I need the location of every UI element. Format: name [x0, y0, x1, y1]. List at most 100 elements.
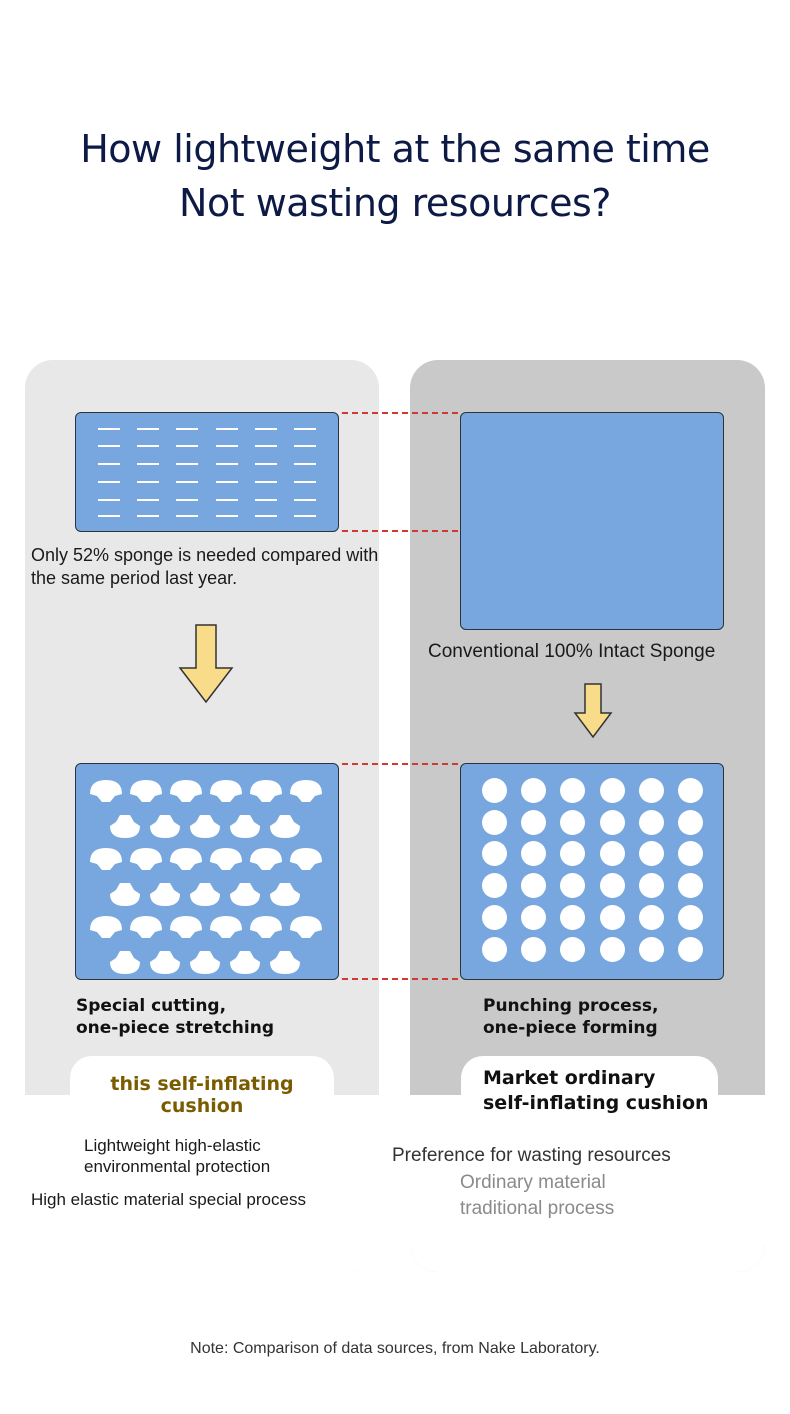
punched-hole: [600, 778, 625, 803]
punched-hole: [678, 905, 703, 930]
punched-hole: [600, 905, 625, 930]
slit-cut: [255, 515, 277, 517]
punched-hole: [678, 778, 703, 803]
punched-hole: [482, 778, 507, 803]
stretched-cut-top: [170, 780, 202, 802]
punched-hole: [639, 905, 664, 930]
slit-cut: [137, 463, 159, 465]
stretched-cut-bottom: [110, 951, 140, 974]
footer-note: Note: Comparison of data sources, from N…: [190, 1340, 600, 1357]
stretched-cut-top: [250, 780, 282, 802]
stretched-cut-top: [250, 916, 282, 938]
punched-hole: [560, 873, 585, 898]
product-label: this self-inflating cushion: [110, 1073, 294, 1117]
punched-sponge-pad: [460, 763, 724, 980]
slit-cut: [216, 481, 238, 483]
slit-cut: [98, 515, 120, 517]
slit-cut: [216, 428, 238, 430]
slit-cut: [98, 463, 120, 465]
stretched-cut-bottom: [230, 815, 260, 838]
slit-cut: [255, 428, 277, 430]
left-process-caption-1: Special cutting,: [76, 996, 227, 1016]
slit-cut: [176, 463, 198, 465]
punched-hole: [600, 810, 625, 835]
punched-hole: [521, 905, 546, 930]
punched-hole: [521, 841, 546, 866]
slit-cut: [255, 463, 277, 465]
punched-hole: [678, 810, 703, 835]
heading-line-1: How lightweight at the same time: [80, 127, 710, 171]
stretched-cut-bottom: [270, 951, 300, 974]
stretched-cut-top: [90, 916, 122, 938]
slit-cut: [137, 481, 159, 483]
stretched-cut-top: [290, 780, 322, 802]
slit-cut: [294, 445, 316, 447]
left-label-tab: [70, 1056, 334, 1096]
down-arrow-icon: [573, 683, 613, 739]
stretched-cut-top: [90, 848, 122, 870]
slit-cut: [98, 481, 120, 483]
punched-hole: [482, 905, 507, 930]
stretched-cut-bottom: [230, 883, 260, 906]
punched-hole: [600, 841, 625, 866]
slit-cut: [255, 499, 277, 501]
stretched-cut-top: [210, 848, 242, 870]
slit-cut: [176, 428, 198, 430]
slit-cut: [176, 445, 198, 447]
slit-sponge-pad: [75, 412, 339, 532]
punched-hole: [639, 778, 664, 803]
punched-hole: [678, 841, 703, 866]
slit-cut: [98, 428, 120, 430]
stretched-cut-top: [250, 848, 282, 870]
punched-hole: [482, 873, 507, 898]
right-process-caption-1: Punching process,: [483, 996, 659, 1016]
stretched-cut-top: [130, 916, 162, 938]
stretched-cut-bottom: [150, 883, 180, 906]
punched-hole: [600, 873, 625, 898]
slit-cut: [176, 515, 198, 517]
punched-hole: [482, 937, 507, 962]
benefit-1a: Lightweight high-elastic: [84, 1136, 261, 1155]
punched-hole: [600, 937, 625, 962]
slit-cut: [137, 428, 159, 430]
punched-hole: [560, 778, 585, 803]
stretched-cut-bottom: [190, 815, 220, 838]
punched-hole: [521, 810, 546, 835]
punched-hole: [639, 873, 664, 898]
stretched-cut-pattern: [90, 780, 322, 974]
slit-cut: [98, 445, 120, 447]
drawback-2a: Ordinary material: [460, 1172, 606, 1193]
punched-hole: [560, 810, 585, 835]
stretched-cut-top: [170, 848, 202, 870]
slit-cut: [216, 515, 238, 517]
right-top-caption: Conventional 100% Intact Sponge: [428, 641, 716, 662]
market-label-2: self-inflating cushion: [483, 1092, 709, 1114]
left-top-caption: Only 52% sponge is needed compared with …: [31, 545, 379, 588]
stretched-cut-top: [90, 780, 122, 802]
slit-cut: [294, 428, 316, 430]
benefit-1b: environmental protection: [84, 1157, 271, 1176]
left-process-caption-2: one-piece stretching: [76, 1018, 274, 1038]
slit-cut: [176, 499, 198, 501]
slit-cut: [294, 481, 316, 483]
stretched-cut-top: [210, 780, 242, 802]
slit-cut: [98, 499, 120, 501]
slit-cut: [255, 481, 277, 483]
slit-cut: [294, 463, 316, 465]
slit-cut: [294, 515, 316, 517]
slit-cut: [176, 481, 198, 483]
punched-hole: [560, 937, 585, 962]
stretched-cut-bottom: [190, 883, 220, 906]
slit-cut: [216, 463, 238, 465]
heading-line-2: Not wasting resources?: [179, 181, 611, 225]
punched-hole: [560, 905, 585, 930]
slit-cut: [137, 515, 159, 517]
guide-line: [342, 763, 458, 765]
punched-hole: [482, 841, 507, 866]
intact-sponge-pad: [460, 412, 724, 630]
stretched-sponge-pad: [75, 763, 339, 980]
punched-hole: [678, 937, 703, 962]
drawback-1: Preference for wasting resources: [392, 1145, 671, 1166]
punched-hole: [639, 810, 664, 835]
punched-hole: [560, 841, 585, 866]
